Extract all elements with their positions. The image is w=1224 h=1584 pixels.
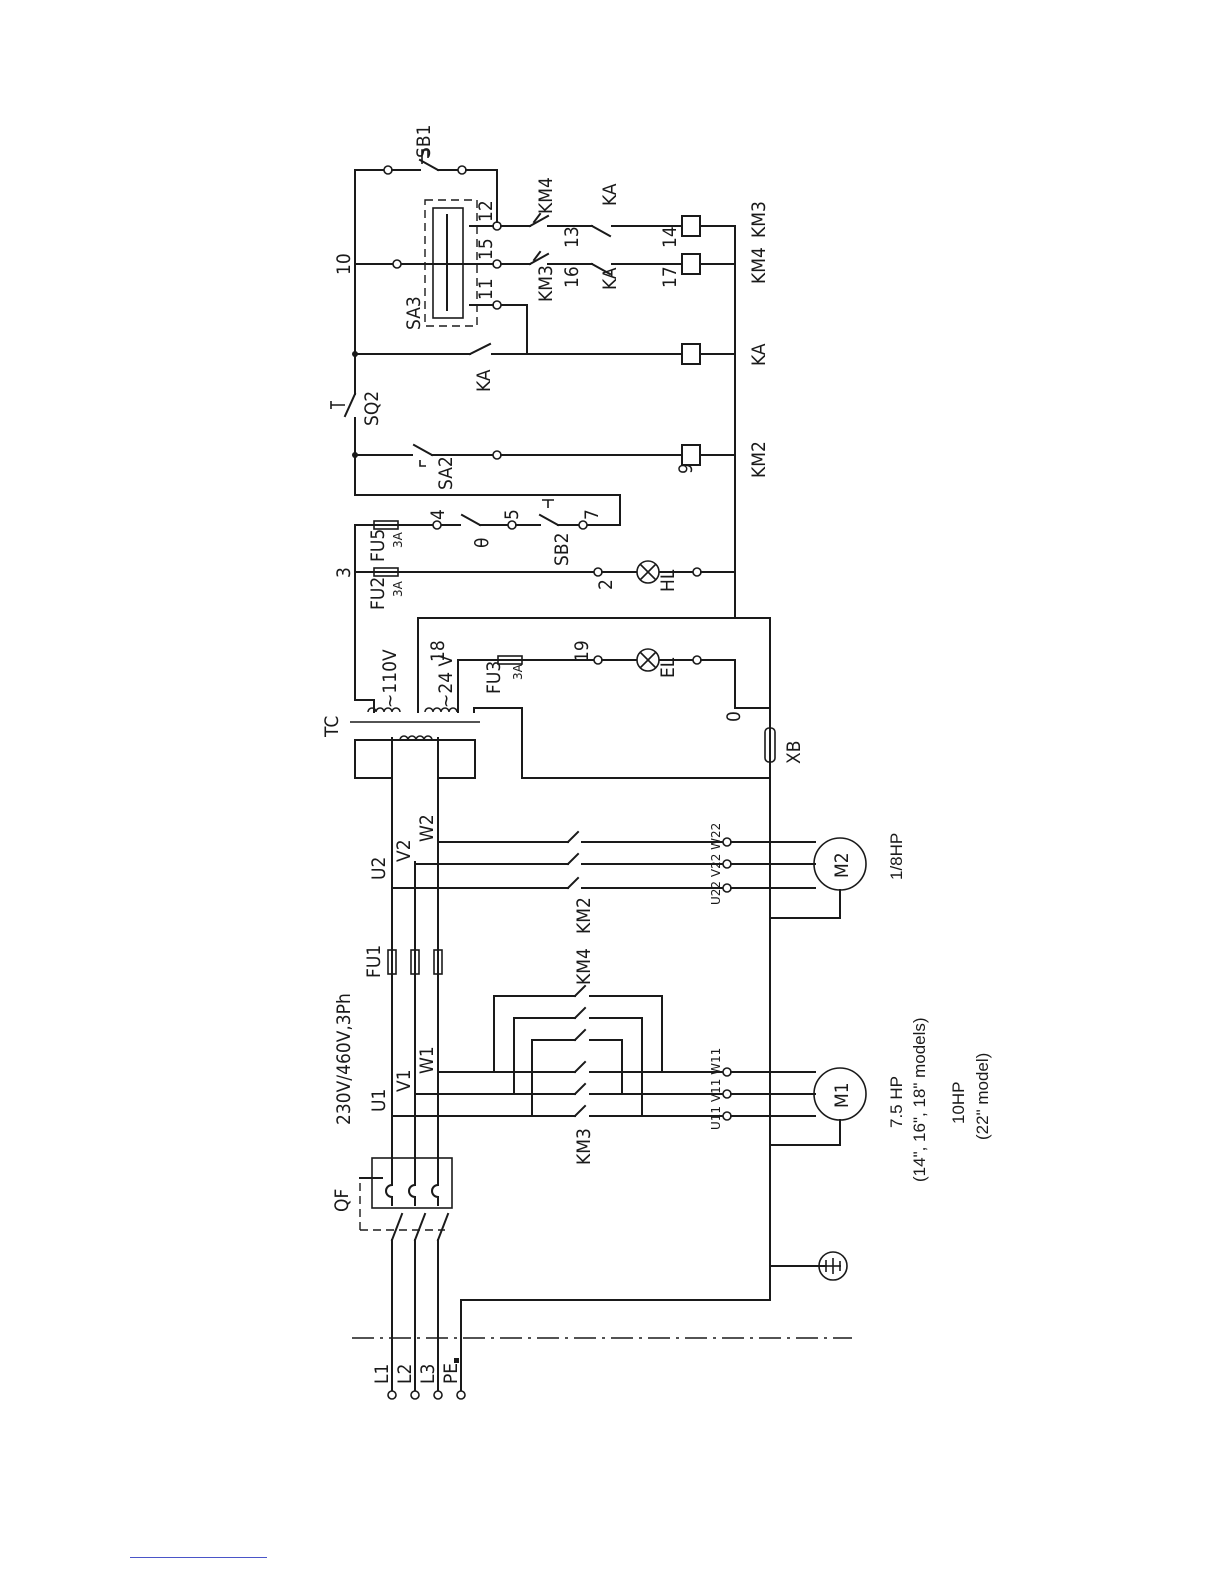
label-m1: M1 bbox=[831, 1082, 853, 1108]
label-km4-interlock: KM4 bbox=[535, 177, 557, 214]
label-ka-contact: KA bbox=[473, 369, 495, 392]
label-sa2: SA2 bbox=[435, 456, 457, 490]
label-km4-power: KM4 bbox=[573, 948, 595, 985]
label-sa3: SA3 bbox=[403, 296, 425, 330]
label-node-12: 12 bbox=[475, 200, 497, 222]
label-fu2: FU2 bbox=[367, 577, 389, 610]
label-coil-km3: KM3 bbox=[748, 201, 770, 238]
label-l3: L3 bbox=[417, 1364, 439, 1384]
label-node-5: 5 bbox=[501, 509, 523, 520]
caption-m2: 1/8HP bbox=[887, 833, 906, 880]
label-w2: W2 bbox=[416, 814, 438, 842]
label-m2-terminals: U22 V22 W22 bbox=[709, 823, 723, 905]
label-coil-km4: KM4 bbox=[748, 247, 770, 284]
label-xb: XB bbox=[783, 741, 805, 764]
lamp-hl-circuit: 2 HL bbox=[437, 561, 735, 618]
label-w1: W1 bbox=[416, 1046, 438, 1074]
coil-labels: KM2 KA KM4 KM3 bbox=[748, 201, 770, 478]
label-u2: U2 bbox=[368, 857, 390, 880]
label-node-11: 11 bbox=[475, 278, 497, 300]
motor-m1-circuit: KM3 KM4 U11 V11 W11 bbox=[392, 948, 815, 1165]
label-node-14: 14 bbox=[659, 226, 681, 248]
label-sq2: SQ2 bbox=[361, 391, 383, 426]
motor-m2-circuit: KM2 U22 V22 W22 bbox=[392, 823, 815, 934]
label-km3-interlock: KM3 bbox=[535, 265, 557, 302]
label-fu3: FU3 bbox=[483, 661, 505, 694]
sa2-km2-branch: SA2 9 bbox=[352, 445, 735, 490]
label-ka-interlock-2: KA bbox=[599, 267, 621, 290]
label-fu1: FU1 bbox=[363, 945, 385, 978]
label-node-3: 3 bbox=[333, 567, 355, 578]
label-coil-km2: KM2 bbox=[748, 441, 770, 478]
footer-rule bbox=[130, 1557, 267, 1558]
caption-m1-line1: 7.5 HP bbox=[887, 1076, 906, 1128]
selector-sa3[interactable]: 10 SA3 11 15 12 bbox=[333, 170, 501, 354]
label-110v: ~110V bbox=[379, 649, 401, 708]
label-node-9: 9 bbox=[675, 463, 697, 474]
label-km3-power: KM3 bbox=[573, 1128, 595, 1165]
label-u1: U1 bbox=[368, 1089, 390, 1112]
label-l2: L2 bbox=[394, 1364, 416, 1384]
label-node-4: 4 bbox=[427, 509, 449, 520]
secondary-common: XB 0 bbox=[418, 618, 805, 778]
label-qf: QF bbox=[331, 1189, 353, 1212]
label-sb2: SB2 bbox=[551, 533, 573, 566]
label-theta: θ bbox=[471, 538, 493, 548]
label-node-15: 15 bbox=[475, 238, 497, 260]
label-fu2-rating: 3A bbox=[391, 580, 405, 597]
caption-m1-line3: 10HP bbox=[949, 1081, 968, 1124]
transformer-tc: TC ~110V ~24 V bbox=[321, 649, 480, 778]
label-el: EL bbox=[657, 657, 679, 678]
caption-m1-line4: (22" model) bbox=[973, 1053, 992, 1140]
label-sb1: SB1 bbox=[413, 125, 435, 158]
label-fu5: FU5 bbox=[367, 529, 389, 562]
label-ka-interlock-1: KA bbox=[599, 183, 621, 206]
label-node-16: 16 bbox=[561, 266, 583, 288]
label-fu3-rating: 3A bbox=[511, 663, 525, 680]
supply-terminals: L1 L2 L3 PE bbox=[352, 1240, 852, 1399]
label-m2: M2 bbox=[831, 852, 853, 878]
label-l1: L1 bbox=[371, 1364, 393, 1384]
motor-m1: M1 7.5 HP (14", 16", 18" models) 10HP (2… bbox=[770, 1017, 992, 1182]
label-coil-ka: KA bbox=[748, 343, 770, 366]
label-tc: TC bbox=[321, 716, 343, 738]
label-m1-terminals: U11 V11 W11 bbox=[709, 1048, 723, 1130]
motor-m2: M2 1/8HP bbox=[770, 833, 906, 918]
pe-ground-wire bbox=[461, 620, 847, 1300]
label-pe: PE bbox=[440, 1363, 462, 1384]
label-hl: HL bbox=[657, 569, 679, 592]
label-node-18: 18 bbox=[427, 640, 449, 662]
interlock-km3-ka-km4: KM3 16 KA 17 bbox=[501, 252, 735, 302]
label-node-2: 2 bbox=[595, 579, 617, 590]
label-node-7: 7 bbox=[581, 509, 603, 520]
label-v2: V2 bbox=[393, 839, 415, 862]
label-node-13: 13 bbox=[561, 226, 583, 248]
caption-m1-line2: (14", 16", 18" models) bbox=[910, 1017, 929, 1182]
label-node-0: 0 bbox=[723, 711, 745, 722]
label-fu5-rating: 3A bbox=[391, 531, 405, 548]
label-node-10: 10 bbox=[333, 253, 355, 275]
breaker-qf[interactable]: QF bbox=[331, 1158, 452, 1240]
thermal-sb2-chain: 4 θ 5 SB2 7 bbox=[355, 455, 620, 566]
label-node-17: 17 bbox=[659, 266, 681, 288]
interlock-km4-ka-km3: KM4 13 KA 14 bbox=[501, 177, 735, 248]
label-supply-voltage: 230V/460V,3Ph bbox=[333, 993, 355, 1125]
label-node-19: 19 bbox=[571, 640, 593, 662]
label-km2-power: KM2 bbox=[573, 897, 595, 934]
lamp-el-circuit: 18 FU3 3A 19 EL bbox=[427, 640, 770, 712]
fuse-fu1[interactable]: FU1 bbox=[363, 945, 442, 978]
label-v1: V1 bbox=[393, 1069, 415, 1092]
limit-switch-sq2[interactable]: SQ2 bbox=[331, 354, 383, 455]
